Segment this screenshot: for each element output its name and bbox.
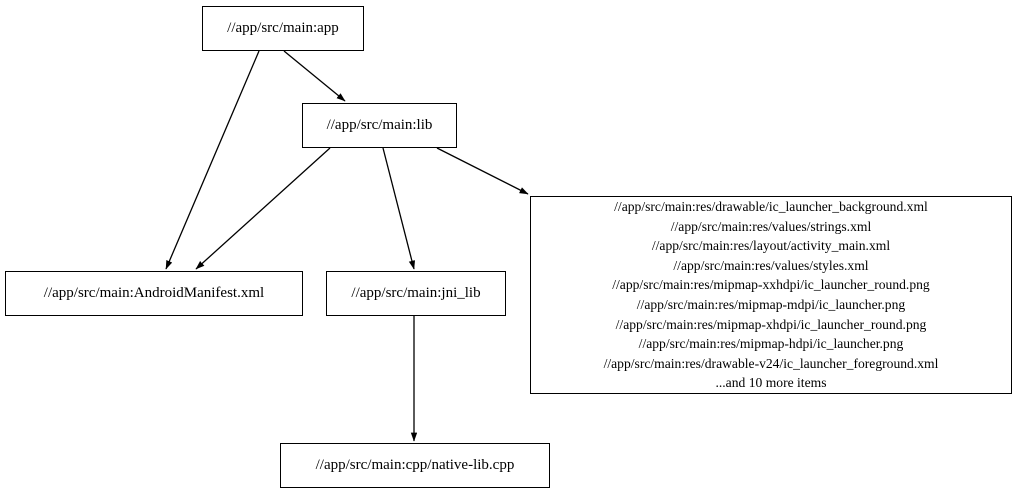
graph-node-res_group[interactable]: //app/src/main:res/drawable/ic_launcher_… — [530, 196, 1012, 394]
graph-node-lib[interactable]: //app/src/main:lib — [302, 103, 457, 148]
graph-edge-lib-to-res-group — [436, 147, 529, 195]
graph-node-jni_lib[interactable]: //app/src/main:jni_lib — [326, 271, 506, 316]
graph-edge-app-to-manifest — [165, 50, 260, 270]
graph-node-manifest[interactable]: //app/src/main:AndroidManifest.xml — [5, 271, 303, 316]
graph-edge-lib-to-manifest — [195, 147, 331, 270]
graph-node-native_lib[interactable]: //app/src/main:cpp/native-lib.cpp — [280, 443, 550, 488]
graph-node-app[interactable]: //app/src/main:app — [202, 6, 364, 51]
graph-edge-lib-to-jni-lib — [382, 147, 416, 270]
graph-edge-app-to-lib — [283, 50, 346, 102]
